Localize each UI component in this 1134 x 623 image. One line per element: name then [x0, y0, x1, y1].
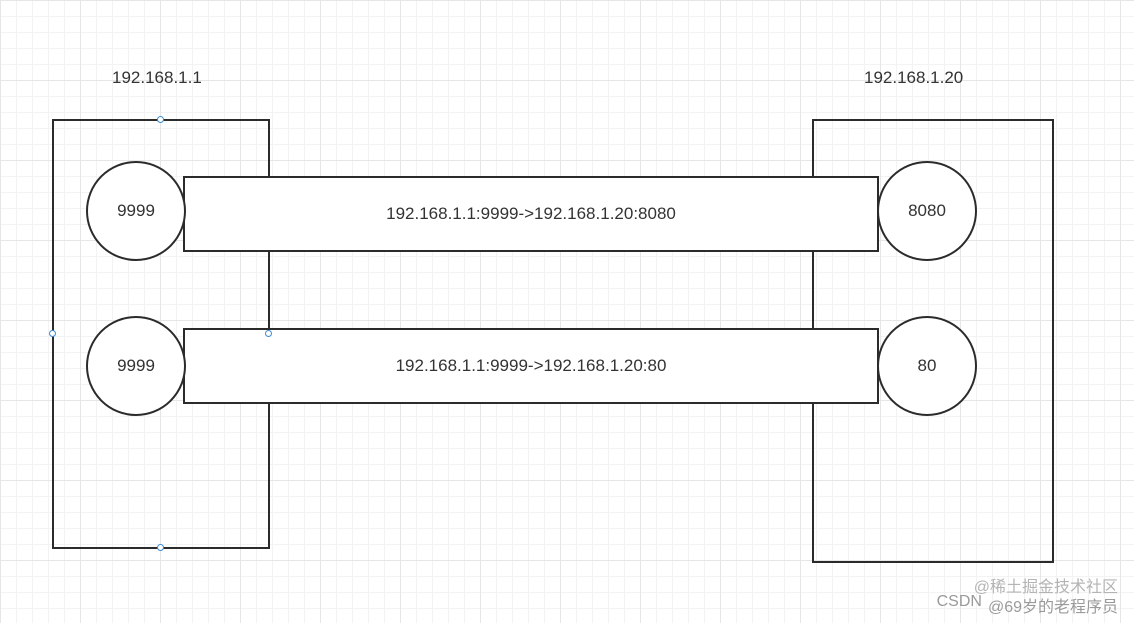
right-bottom-port-circle[interactable]: 80: [877, 316, 977, 416]
left-top-port-circle[interactable]: 9999: [86, 161, 186, 261]
left-host-label: 192.168.1.1: [112, 68, 202, 87]
resize-handle-top[interactable]: [157, 116, 164, 123]
watermark: CSDN @69岁的老程序员 @稀土掘金技术社区: [936, 579, 1118, 617]
right-host-label: 192.168.1.20: [864, 68, 964, 87]
right-top-port-circle[interactable]: 8080: [877, 161, 977, 261]
watermark-juejin: @稀土掘金技术社区: [973, 579, 1118, 596]
resize-handle-left[interactable]: [49, 330, 56, 337]
tunnel-top-bar[interactable]: 192.168.1.1:9999->192.168.1.20:8080: [183, 176, 879, 252]
resize-handle-bottom[interactable]: [157, 544, 164, 551]
tunnel-bottom-bar[interactable]: 192.168.1.1:9999->192.168.1.20:80: [183, 328, 879, 404]
resize-handle-right[interactable]: [265, 330, 272, 337]
watermark-author-wrap: @69岁的老程序员 @稀土掘金技术社区: [974, 579, 1118, 617]
left-bottom-port-circle[interactable]: 9999: [86, 316, 186, 416]
watermark-author: @69岁的老程序员: [987, 599, 1118, 616]
watermark-csdn: CSDN: [936, 593, 982, 610]
